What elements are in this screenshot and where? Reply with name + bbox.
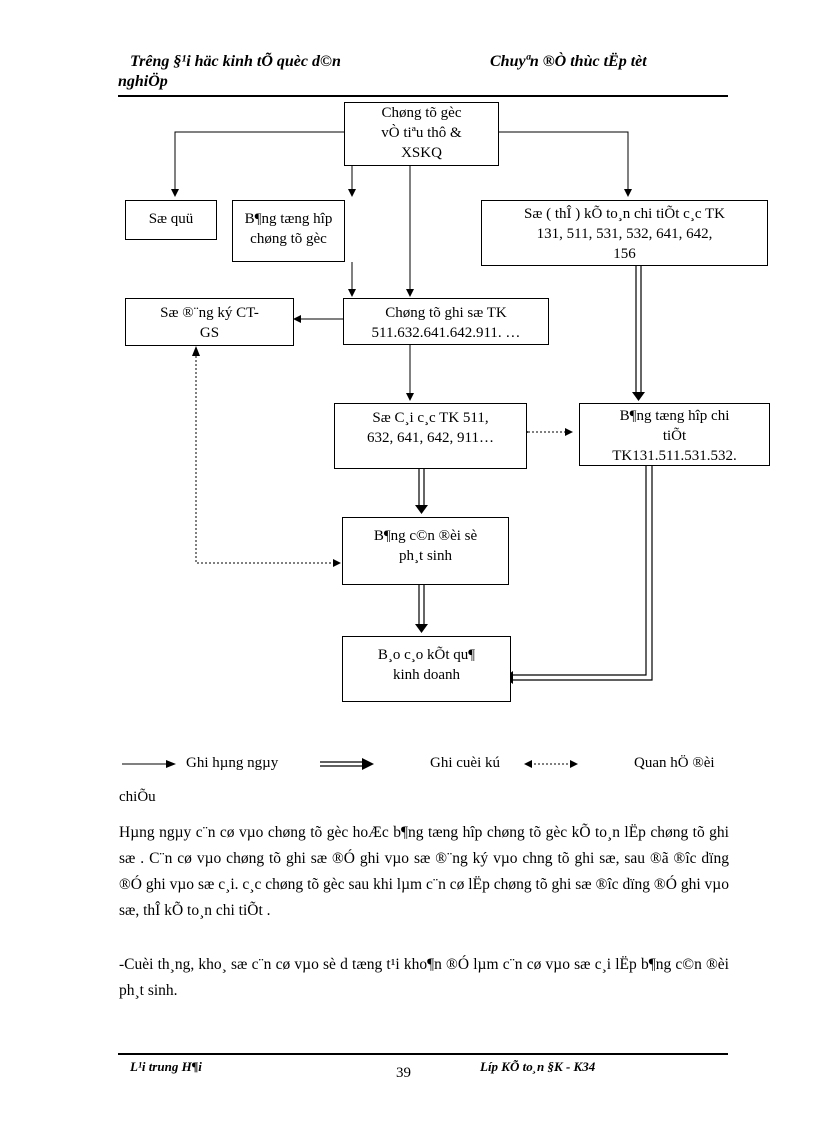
box-chung-tu-ghi-so: Chøng tõ ghi sæ TK 511.632.641.642.911. … — [343, 298, 549, 345]
legend-relation-line1: Quan hÖ ®èi — [634, 755, 715, 771]
box-bangtong-line2: chøng tõ gèc — [250, 231, 327, 247]
box-top-line3: XSKQ — [401, 145, 442, 161]
footer-author: L¹i trung H¶i — [130, 1059, 202, 1074]
box-baocao-line1: B¸o c¸o kÕt qu¶ — [377, 647, 476, 663]
box-sodangky-line2: GS — [199, 325, 220, 341]
arrow-top-to-soquy — [171, 131, 344, 197]
double-arrow-bangcandoi-to-baocao — [415, 585, 428, 633]
box-bangtonghopct-line1: B¶ng tæng hîp chi — [619, 408, 730, 424]
header-left-line2: nghiÖp — [118, 73, 168, 90]
box-top-line1: Chøng tõ gèc — [381, 105, 462, 121]
box-ctgs-line2: 511.632.641.642.911. … — [371, 325, 521, 341]
box-so-quy: Sæ quü — [125, 200, 217, 240]
box-socai-line2: 632, 641, 642, 911… — [367, 430, 494, 446]
double-arrow-sothe-to-bangtonghopct — [632, 266, 645, 401]
double-arrow-socai-to-bangcandoi — [415, 469, 428, 514]
header-rule — [118, 95, 728, 97]
box-socai-line1: Sæ C¸i c¸c TK 511, — [372, 410, 489, 426]
legend-daily-label: Ghi hµng ngµy — [186, 755, 279, 771]
legend-relation-line2: chiÕu — [119, 789, 156, 805]
box-baocao-line2: kinh doanh — [392, 667, 461, 683]
box-bangcandoi-line2: ph¸t sinh — [399, 548, 452, 564]
footer-class: Líp KÕ to¸n §K - K34 — [480, 1059, 596, 1074]
box-sothe-line1: Sæ ( thÎ ) kÕ to¸n chi tiÕt c¸c TK — [524, 206, 725, 222]
box-bao-cao-ket-qua: B¸o c¸o kÕt qu¶ kinh doanh — [342, 636, 511, 702]
box-bangtong-line1: B¶ng tæng hîp — [244, 211, 333, 227]
box-top-line2: vÒ tiªu thô & — [381, 125, 462, 141]
box-bangtonghopct-line2: tiÕt — [662, 428, 687, 444]
box-bang-can-doi: B¶ng c©n ®èi sè ph¸t sinh — [342, 517, 509, 585]
legend-dotted-arrow-icon — [524, 760, 578, 768]
box-bang-tong-hop: B¶ng tæng hîp chøng tõ gèc — [232, 200, 345, 262]
box-sothe-line3: 156 — [613, 246, 636, 262]
box-chung-tu-goc: Chøng tõ gèc vÒ tiªu thô & XSKQ — [344, 102, 499, 166]
box-soquy-label: Sæ quü — [148, 211, 194, 227]
double-arrow-bangtonghopct-to-baocao — [504, 466, 653, 684]
header-right: Chuyªn ®Ò thùc tËp tèt — [490, 53, 647, 70]
box-sothe-line2: 131, 511, 531, 532, 641, 642, — [536, 226, 713, 242]
header-left-line1: Tr­êng §¹i häc kinh tÕ quèc d©n — [130, 53, 341, 70]
body-paragraph-2: -Cuèi th¸ng, kho¸ sæ c¨n cø vµo sè d­ tæ… — [119, 956, 729, 999]
box-so-cai: Sæ C¸i c¸c TK 511, 632, 641, 642, 911… — [334, 403, 527, 469]
body-paragraph-1: Hµng ngµy c¨n cø vµo chøng tõ gèc hoÆc b… — [119, 824, 729, 919]
box-bangtonghopct-line3: TK131.511.531.532. — [612, 448, 737, 464]
box-sodangky-line1: Sæ ®¨ng ký CT- — [160, 305, 259, 321]
legend-single-arrow-icon — [122, 760, 176, 768]
footer-rule — [118, 1053, 728, 1055]
box-so-dang-ky: Sæ ®¨ng ký CT- GS — [125, 298, 294, 346]
box-so-the-chi-tiet: Sæ ( thÎ ) kÕ to¸n chi tiÕt c¸c TK 131, … — [481, 200, 768, 266]
box-ctgs-line1: Chøng tõ ghi sæ TK — [385, 305, 507, 321]
legend-double-arrow-icon — [320, 758, 374, 770]
dotted-arrow-sodangky-bangcandoi — [192, 346, 341, 567]
box-bangcandoi-line1: B¶ng c©n ®èi sè — [373, 528, 478, 544]
page-number: 39 — [396, 1065, 411, 1081]
legend-monthend-label: Ghi cuèi kú — [430, 755, 500, 771]
arrow-top-to-sothe — [499, 131, 632, 197]
box-bang-tong-hop-chi-tiet: B¶ng tæng hîp chi tiÕt TK131.511.531.532… — [579, 403, 770, 466]
